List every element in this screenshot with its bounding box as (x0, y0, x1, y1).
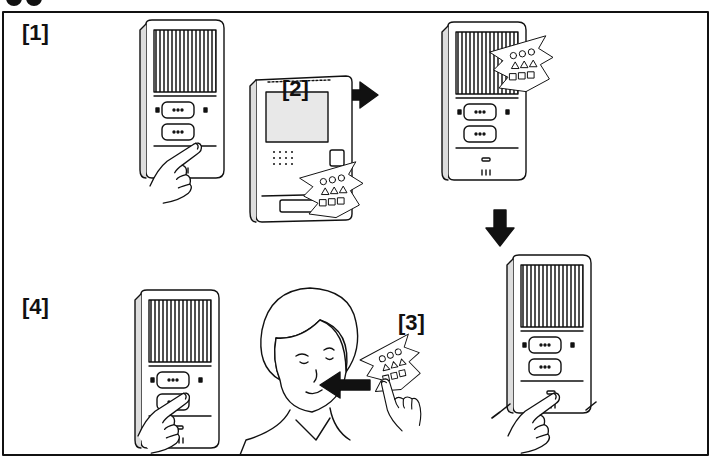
step-number: [4] (22, 296, 49, 318)
step-number: [3] (398, 312, 425, 334)
step-number: [2] (282, 78, 309, 100)
step-number: [1] (22, 22, 49, 44)
